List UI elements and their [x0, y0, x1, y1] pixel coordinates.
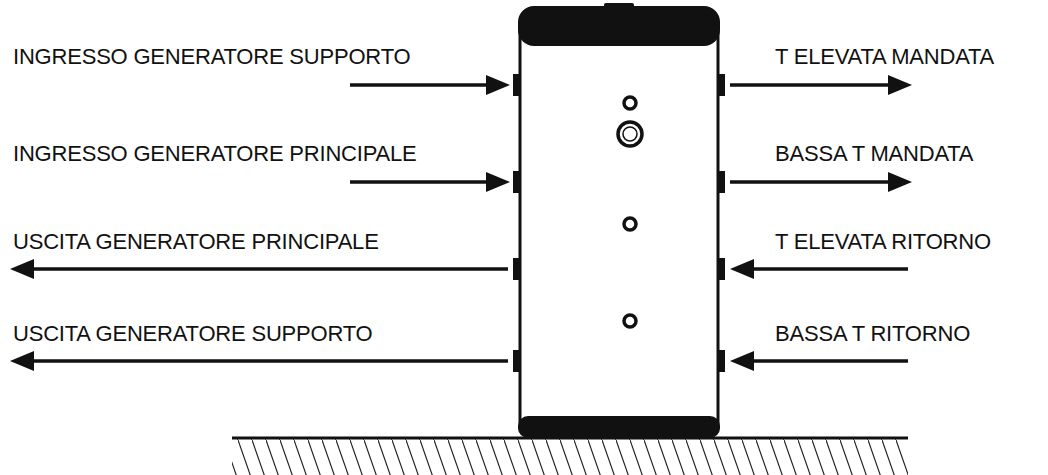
connection-label: INGRESSO GENERATORE SUPPORTO: [13, 44, 410, 70]
tank-bottom-cap: [518, 416, 720, 438]
connection-label: USCITA GENERATORE PRINCIPALE: [13, 229, 379, 255]
sensor-port: [624, 315, 636, 327]
tank-top-cap: [518, 6, 720, 46]
tank-body: [520, 30, 718, 428]
connection-label: BASSA T MANDATA: [775, 141, 973, 167]
connection-stubs: [513, 74, 725, 372]
connection-label: BASSA T RITORNO: [775, 321, 970, 347]
connection-label: T ELEVATA RITORNO: [775, 229, 991, 255]
connection-label: INGRESSO GENERATORE PRINCIPALE: [13, 141, 417, 167]
sensor-port: [624, 218, 636, 230]
connection-label: T ELEVATA MANDATA: [775, 44, 994, 70]
sensor-port: [624, 97, 636, 109]
flange-port: [618, 122, 642, 146]
flange-port-inner: [623, 127, 637, 141]
tank-top-fitting: [604, 3, 634, 9]
connection-label: USCITA GENERATORE SUPPORTO: [13, 321, 373, 347]
floor-hatching: [232, 439, 908, 475]
